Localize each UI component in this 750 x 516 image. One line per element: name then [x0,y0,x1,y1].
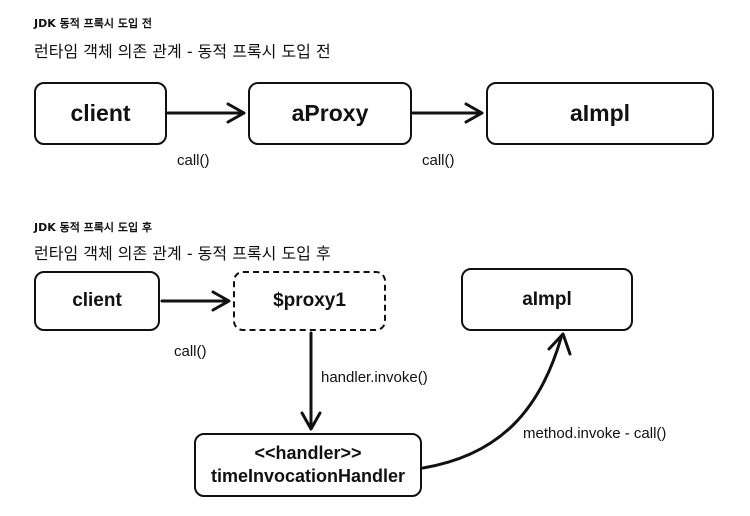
arrowhead-proxy-handler [300,411,322,431]
section-title-after: JDK 동적 프록시 도입 후 [34,221,153,234]
impl-box-before: aImpl [486,82,714,145]
section-subtitle-after: 런타임 객체 의존 관계 - 동적 프록시 도입 후 [34,244,331,263]
proxy-box-after: $proxy1 [233,271,386,331]
arrowhead-client-proxy-before [226,102,246,124]
edge-label-handler-impl: method.invoke - call() [523,425,667,442]
edge-label-proxy-handler: handler.invoke() [321,369,428,386]
handler-stereotype: <<handler>> [254,443,362,463]
arrowhead-proxy-impl-before [464,102,484,124]
section-title-before: JDK 동적 프록시 도입 전 [34,17,153,30]
arrowhead-handler-impl [547,332,572,356]
arrowhead-client-proxy-after [211,290,231,312]
edge-label-proxy-impl-before: call() [422,152,455,169]
proxy-box-before: aProxy [248,82,412,145]
impl-box-after: aImpl [461,268,633,331]
arrow-handler-impl [421,336,563,470]
edge-label-client-proxy-before: call() [177,152,210,169]
section-subtitle-before: 런타임 객체 의존 관계 - 동적 프록시 도입 전 [34,42,331,61]
edge-label-client-proxy-after: call() [174,343,207,360]
handler-box: <<handler>> timeInvocationHandler [194,433,422,497]
client-box-after: client [34,271,160,331]
handler-name: timeInvocationHandler [210,466,406,486]
client-box-before: client [34,82,167,145]
